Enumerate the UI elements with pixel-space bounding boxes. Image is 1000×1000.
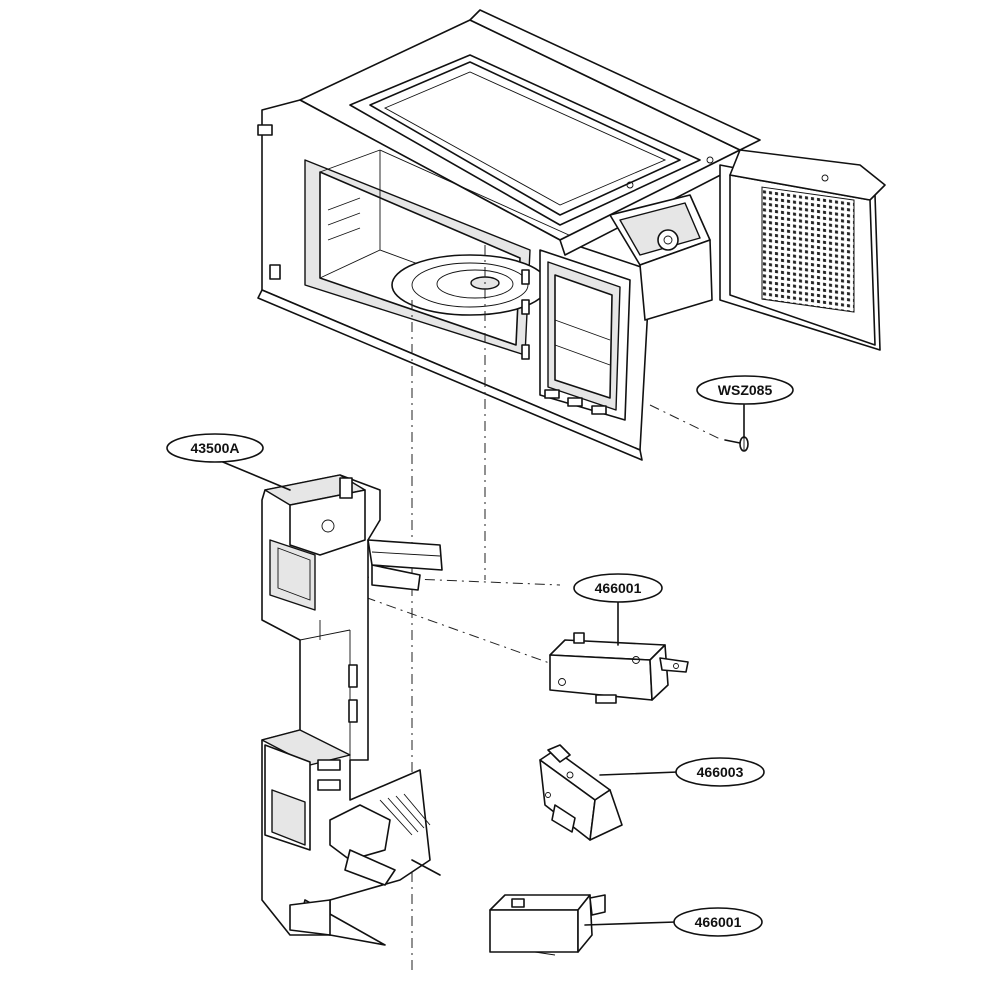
callout-label-switch-middle: 466003 (697, 764, 744, 780)
microswitch-middle-part (539, 744, 623, 841)
callout-switch-middle: 466003 (599, 757, 765, 787)
latch-board-part (261, 474, 443, 946)
microwave-cavity-assembly (257, 9, 886, 461)
microswitch-top-part (549, 632, 689, 704)
callout-latch-board: 43500A (166, 433, 291, 491)
callout-label-screw: WSZ085 (718, 382, 773, 398)
screw-part (724, 436, 749, 452)
microswitch-bottom-part (489, 894, 606, 956)
callout-label-switch-top: 466001 (595, 580, 642, 596)
vent-holes (761, 186, 855, 313)
callout-label-switch-bottom: 466001 (695, 914, 742, 930)
callout-screw: WSZ085 (696, 375, 794, 439)
callout-switch-bottom: 466001 (584, 907, 763, 937)
callout-label-latch-board: 43500A (190, 440, 239, 456)
callout-switch-top: 466001 (573, 573, 663, 646)
